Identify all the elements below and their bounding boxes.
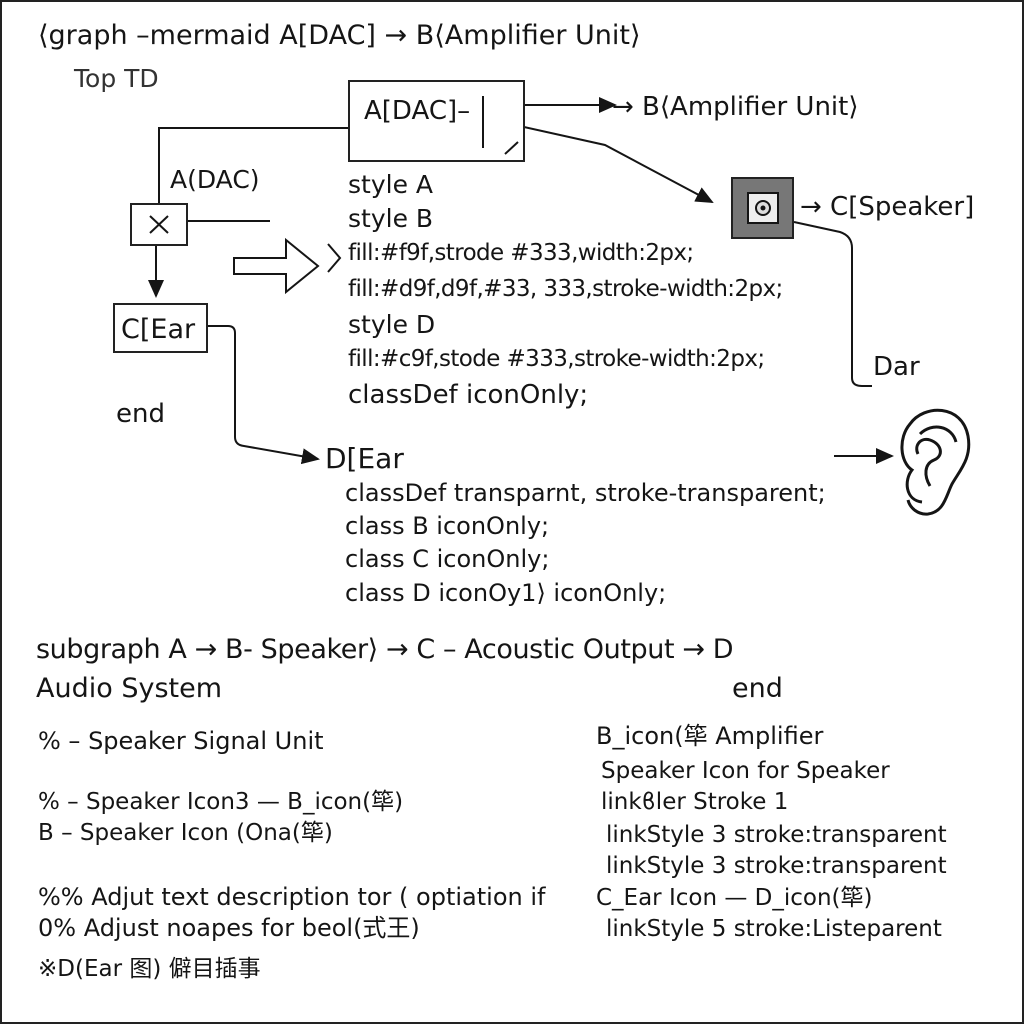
code-line: fill:#c9f,stode #333,stroke-width:2px;	[348, 346, 765, 372]
header-direction: Top TD	[74, 64, 159, 93]
class-line: class D iconOy1⟩ iconOnly;	[345, 579, 667, 607]
subgraph-title: Audio System	[36, 673, 223, 704]
dac-node-cursor	[482, 96, 519, 155]
note-right: Speaker Icon for Speaker	[601, 758, 890, 784]
note-right: linkϐler Stroke 1	[601, 789, 789, 815]
code-line: fill:#d9f,d9f,#33, 333,stroke-width:2px;	[348, 276, 783, 302]
class-line: class B iconOnly;	[345, 512, 550, 540]
note-left: 0% Adjust noapes for beol(式王)	[38, 914, 420, 942]
class-line: class C iconOnly;	[345, 545, 550, 573]
note-right: B_icon(筚 Amplifier	[596, 722, 824, 750]
c-ear-node: C[Ear	[113, 303, 208, 353]
note-right: linkStyle 5 stroke:Listeparent	[606, 916, 942, 942]
edge-dac-to-speaker	[514, 124, 714, 203]
dar-label: Dar	[873, 352, 920, 382]
code-line: style D	[348, 310, 436, 339]
note-left: % – Speaker Signal Unit	[38, 727, 324, 755]
note-left: ※D(Ear 图) 僻目插事	[38, 956, 261, 982]
d-ear-label: D[Ear	[325, 442, 404, 475]
end-left-label: end	[116, 399, 165, 429]
note-left: %% Adjut text description tor ( optiatio…	[38, 883, 546, 911]
code-line: style B	[348, 204, 434, 233]
speaker-label: → C[Speaker]	[800, 192, 975, 222]
note-right: linkStyle 3 stroke:transparent	[606, 822, 947, 848]
dac-node: A[DAC]–	[348, 80, 525, 162]
code-line: classDef iconOnly;	[348, 380, 589, 410]
c-ear-label: C[Ear	[121, 314, 196, 345]
note-left: B – Speaker Icon (Ona(筚)	[38, 820, 333, 846]
note-right: linkStyle 3 stroke:transparent	[606, 853, 947, 879]
edge-a-to-dac	[158, 127, 348, 203]
dac-node-label: A[DAC]–	[364, 96, 471, 126]
note-right: C_Ear Icon — D_icon(筚)	[596, 885, 873, 911]
edge-speaker-to-dar	[793, 221, 872, 387]
a-node	[130, 203, 188, 246]
header-title: ⟨graph –mermaid A[DAC] → B⟨Amplifier Uni…	[38, 20, 641, 51]
edge-c-to-d	[208, 325, 320, 465]
amp-label: → B⟨Amplifier Unit⟩	[612, 92, 859, 122]
subgraph-end: end	[732, 673, 783, 704]
code-line: style A	[348, 170, 433, 199]
subgraph-line: subgraph A → B- Speaker⟩ → C – Acoustic …	[36, 634, 734, 665]
note-left: % – Speaker Icon3 — B_icon(筚)	[38, 789, 404, 815]
code-line: fill:#f9f,strode #333,width:2px;	[348, 240, 694, 266]
a-dac-label: A(DAC)	[170, 165, 260, 194]
close-icon	[149, 215, 169, 234]
speaker-icon	[747, 192, 779, 224]
class-line: classDef transparnt, stroke-transparent;	[345, 479, 826, 507]
speaker-node	[731, 177, 794, 239]
